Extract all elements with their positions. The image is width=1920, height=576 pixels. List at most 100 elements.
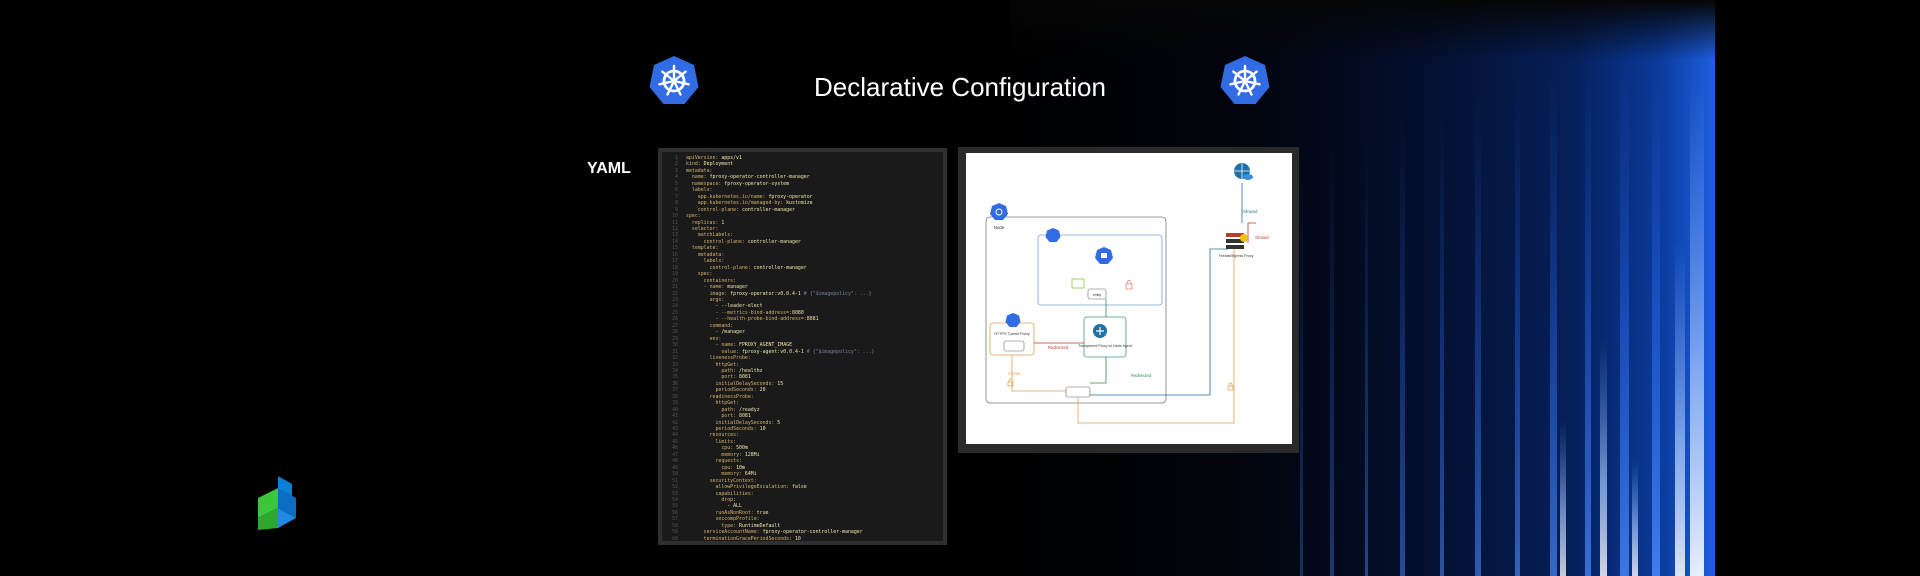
line-number: 30	[672, 342, 678, 349]
code-line: env:	[709, 335, 722, 342]
code-line: - name: FPROXY_AGENT_IMAGE	[686, 342, 793, 349]
kubernetes-icon	[1220, 56, 1270, 104]
line-number: 44	[672, 432, 678, 439]
code-line: cpu: 10m	[721, 464, 745, 471]
code-line: httpGet:	[715, 400, 740, 407]
pod-icon	[1045, 228, 1061, 242]
yaml-label: YAML	[587, 160, 631, 177]
pod-box	[1037, 234, 1163, 306]
code-line: selector:	[691, 225, 719, 232]
code-line: image: fproxy-operator:v0.0.4-1 # {"$ima…	[709, 290, 872, 297]
egress-agent-box	[1065, 386, 1091, 398]
line-number: 15	[672, 245, 678, 252]
line-number: 28	[672, 329, 678, 336]
line-number: 32	[672, 355, 678, 362]
code-line: kind: Deployment	[686, 161, 734, 168]
lock-icon	[1007, 378, 1014, 387]
background-light-stripes	[1300, 50, 1704, 576]
code-line: runAsNonRoot: true	[715, 509, 769, 516]
code-line: namespace: fproxy-operator-system	[691, 180, 790, 187]
code-line: command:	[709, 322, 734, 329]
code-line: requests:	[715, 458, 742, 465]
line-number: 8	[675, 200, 678, 207]
code-line: livenessProbe:	[709, 355, 751, 362]
line-number: 14	[672, 238, 678, 245]
line-number: 58	[672, 522, 678, 529]
line-number: 2	[675, 161, 678, 168]
line-number: 52	[672, 484, 678, 491]
architecture-diagram-screenshot: Node entity HT	[958, 147, 1299, 453]
code-line: control-plane: controller-manager	[703, 238, 801, 245]
code-line: allowPrivilegeEscalation: false	[715, 484, 807, 491]
code-line: template:	[691, 245, 719, 252]
code-line: port: 8081	[721, 374, 751, 381]
line-number: 56	[672, 509, 678, 516]
line-number: 51	[672, 477, 678, 484]
line-number: 12	[672, 225, 678, 232]
line-number: 37	[672, 387, 678, 394]
background-top-shade	[1010, 0, 1715, 60]
egress-label: Firewall/Egress Proxy	[1219, 254, 1254, 258]
line-number: 17	[672, 258, 678, 265]
line-number: 54	[672, 497, 678, 504]
line-number: 6	[675, 187, 678, 194]
kubernetes-icon	[649, 56, 699, 104]
line-number: 7	[675, 193, 678, 200]
entity-text: entity	[1093, 293, 1102, 297]
line-number: 60	[672, 535, 678, 541]
code-line: httpGet:	[715, 361, 740, 368]
line-number: 20	[672, 277, 678, 284]
code-line: - --metrics-bind-address=:8080	[686, 309, 804, 316]
code-line: serviceAccountName: fproxy-operator-cont…	[703, 529, 863, 536]
code-line: drop:	[721, 497, 737, 504]
code-line: path: /readyz	[721, 406, 760, 413]
code-line: capabilities:	[715, 490, 754, 497]
line-number: 23	[672, 296, 678, 303]
code-line: type: RuntimeDefault	[721, 522, 781, 529]
internet-globe-icon	[1234, 163, 1253, 180]
line-number: 5	[675, 180, 678, 187]
code-line: control-plane: controller-manager	[709, 264, 807, 271]
code-line: spec:	[686, 213, 701, 220]
code-line: metadata:	[686, 167, 713, 174]
code-line: cpu: 500m	[721, 445, 748, 452]
line-number: 24	[672, 303, 678, 310]
line-number: 41	[672, 413, 678, 420]
code-line: name: fproxy-operator-controller-manager	[691, 174, 810, 181]
line-number: 18	[672, 264, 678, 271]
line-number: 10	[672, 213, 678, 220]
code-line: labels:	[691, 187, 713, 194]
lock-icon	[1125, 280, 1133, 290]
line-number: 27	[672, 322, 678, 329]
background-right-edge	[1715, 0, 1920, 576]
slide-title: Declarative Configuration	[814, 72, 1106, 102]
line-number: 38	[672, 393, 678, 400]
line-number: 3	[675, 167, 678, 174]
code-line: spec:	[697, 271, 713, 278]
diagram-graphic: Node entity HT	[985, 163, 1269, 424]
code-line: containers:	[703, 277, 737, 284]
https-proxy-label: HTTPS Tunnel Proxy	[994, 332, 1030, 336]
code-line: memory: 128Mi	[721, 451, 760, 458]
line-number: 40	[672, 406, 678, 413]
line-number: 50	[672, 471, 678, 478]
line-number: 39	[672, 400, 678, 407]
firewall-icon	[1226, 233, 1248, 249]
transparent-proxy-box	[1083, 316, 1127, 358]
line-number: 36	[672, 380, 678, 387]
tunnel-box	[1003, 340, 1025, 352]
code-line: periodSeconds: 20	[715, 387, 766, 394]
line-number: 9	[675, 206, 678, 213]
code-line: control-plane: controller-manager	[697, 206, 795, 213]
code-line: - --leader-elect	[686, 303, 763, 310]
line-number: 22	[672, 290, 678, 297]
code-line: initialDelaySeconds: 5	[715, 419, 781, 426]
redirected-label-1: Redirected	[1048, 345, 1069, 350]
code-line: port: 8081	[721, 413, 751, 420]
code-line: apiVersion: apps/v1	[686, 155, 742, 161]
line-number: 48	[672, 458, 678, 465]
code-line: limits:	[715, 438, 737, 445]
architecture-diagram: Node entity HT	[966, 153, 1292, 444]
